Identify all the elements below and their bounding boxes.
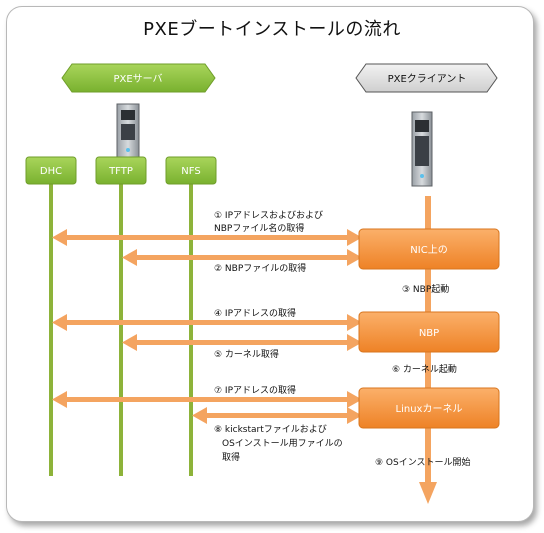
arrow-7-dhcp bbox=[52, 391, 362, 408]
service-tftp: TFTP bbox=[95, 156, 147, 185]
client-box-nic-label: NIC上の bbox=[410, 244, 447, 256]
client-box-nbp: NBP bbox=[358, 311, 500, 353]
arrow-4-dhcp bbox=[52, 314, 362, 331]
service-nfs-label: NFS bbox=[181, 166, 200, 177]
pxe-client-label: PXEクライアント bbox=[388, 73, 467, 85]
step-8-line3: 取得 bbox=[222, 451, 240, 463]
step-5-label: ⑤ カーネル取得 bbox=[214, 348, 279, 360]
diagram-title: PXEブートインストールの流れ bbox=[143, 19, 401, 40]
step-1-line2: NBPファイル名の取得 bbox=[214, 222, 304, 234]
step-7-label: ⑦ IPアドレスの取得 bbox=[214, 384, 296, 396]
client-box-nic: NIC上の bbox=[358, 228, 500, 270]
client-box-linux-kernel: Linuxカーネル bbox=[358, 387, 500, 429]
arrow-1-dhcp bbox=[52, 229, 362, 246]
client-lifeline-arrowhead bbox=[419, 482, 437, 504]
pxe-server-banner: PXEサーバ bbox=[61, 63, 216, 93]
service-tftp-label: TFTP bbox=[108, 166, 133, 177]
step-2-label: ② NBPファイルの取得 bbox=[214, 262, 306, 274]
client-box-nbp-label: NBP bbox=[419, 328, 439, 339]
service-nfs: NFS bbox=[165, 156, 217, 185]
client-box-linux-kernel-label: Linuxカーネル bbox=[396, 403, 463, 415]
pxe-client-banner: PXEクライアント bbox=[355, 63, 498, 93]
step-4-label: ④ IPアドレスの取得 bbox=[214, 307, 296, 319]
pxe-server-label: PXEサーバ bbox=[113, 73, 162, 85]
step-3-label: ③ NBP起動 bbox=[402, 284, 449, 295]
step-9-label: ⑨ OSインストール開始 bbox=[375, 456, 471, 468]
arrow-5-tftp bbox=[122, 334, 362, 351]
step-1-line1: ① IPアドレスおよびおよび bbox=[214, 210, 323, 221]
arrow-2-tftp bbox=[122, 249, 362, 266]
service-dhcp: DHC bbox=[25, 156, 77, 185]
server-icon bbox=[116, 103, 140, 159]
client-server-icon bbox=[411, 111, 433, 187]
step-6-label: ⑥ カーネル起動 bbox=[392, 364, 457, 375]
arrow-8-nfs bbox=[192, 407, 362, 424]
step-8-line2: OSインストール用ファイルの bbox=[222, 438, 343, 449]
service-dhcp-label: DHC bbox=[40, 166, 62, 177]
step-8-line1: ⑧ kickstartファイルおよび bbox=[214, 424, 327, 435]
